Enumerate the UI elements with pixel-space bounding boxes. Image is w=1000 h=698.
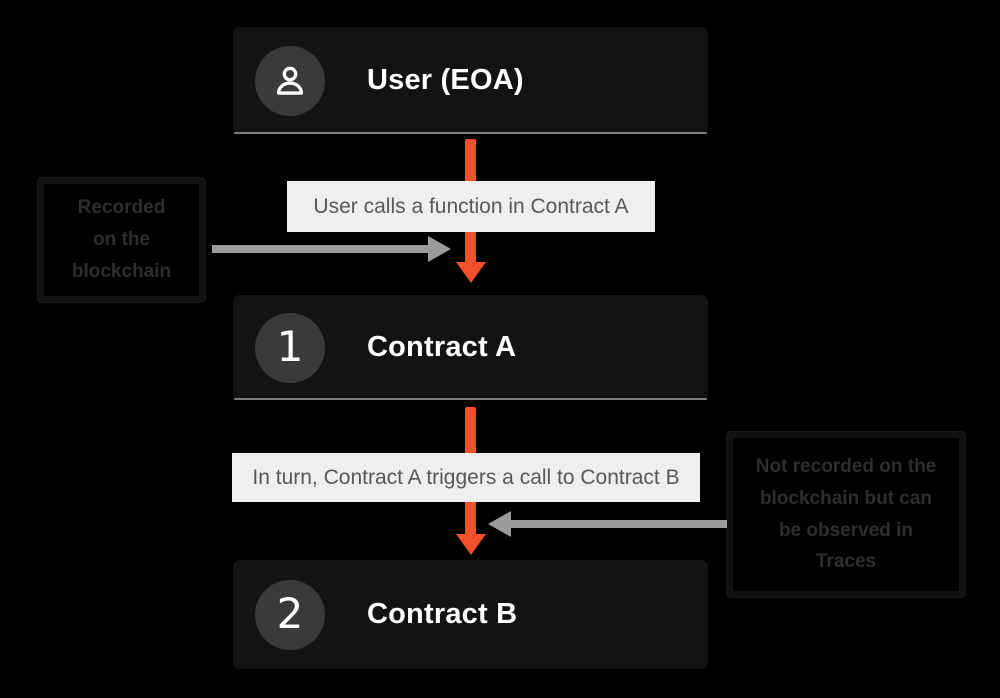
call-label-user-to-a: User calls a function in Contract A xyxy=(287,181,655,232)
arrow-left-icon xyxy=(488,511,511,537)
call-label-a-to-b: In turn, Contract A triggers a call to C… xyxy=(232,453,700,502)
arrow-down-icon xyxy=(456,262,486,283)
arrow-down-icon xyxy=(456,534,486,555)
node-user-eoa: User (EOA) xyxy=(233,27,708,134)
step-badge-2: 2 xyxy=(255,579,325,650)
step-number: 2 xyxy=(276,588,304,638)
user-icon xyxy=(276,66,304,95)
node-contract-b: 2 Contract B xyxy=(233,560,708,669)
note-text: Not recorded on the blockchain but can b… xyxy=(755,455,937,573)
annotation-arrow-left-shaft xyxy=(212,245,430,253)
annotation-arrow-right-shaft xyxy=(511,520,730,528)
note-recorded-on-blockchain: Recorded on the blockchain xyxy=(38,178,205,302)
step-number: 1 xyxy=(276,321,304,371)
avatar xyxy=(255,45,325,116)
note-text: Recorded on the blockchain xyxy=(71,197,172,282)
step-badge-1: 1 xyxy=(255,312,325,383)
node-title-contract-b: Contract B xyxy=(367,598,518,630)
node-contract-a: 1 Contract A xyxy=(233,295,708,400)
arrow-right-icon xyxy=(428,236,451,262)
note-not-recorded-traces: Not recorded on the blockchain but can b… xyxy=(727,432,965,597)
node-title-user: User (EOA) xyxy=(367,64,524,96)
node-title-contract-a: Contract A xyxy=(367,331,517,363)
